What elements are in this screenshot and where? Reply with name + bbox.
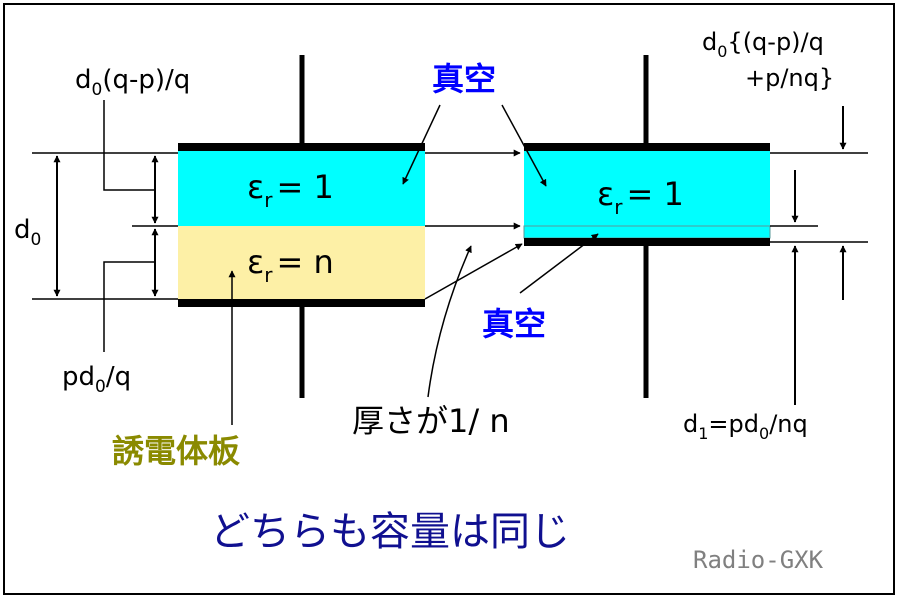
left-top-plate — [178, 143, 425, 151]
right-bottom-plate — [524, 238, 770, 246]
label-dielectric-plate: 誘電体板 — [112, 432, 240, 470]
right-thin-dielectric — [523, 225, 771, 239]
label-vacuum-top: 真空 — [432, 60, 496, 98]
leader-bottom-thickness — [103, 261, 155, 352]
right-vacuum-layer — [524, 150, 770, 238]
left-dielectric-layer — [178, 226, 425, 300]
thickness-pointer — [427, 245, 472, 398]
vacuum-top-pointer-left — [402, 104, 441, 185]
label-pd0-over-q: pd0/q — [62, 362, 131, 397]
conclusion-text: どちらも容量は同じ — [210, 509, 570, 555]
label-eps-left-top: εr= 1 — [247, 168, 334, 212]
label-eps-right: εr= 1 — [597, 175, 684, 219]
label-d1: d1=pd0/nq — [683, 410, 808, 443]
credit-text: Radio-GXK — [693, 546, 824, 574]
leader-top-thickness — [103, 100, 155, 191]
frame — [3, 3, 895, 595]
label-eps-left-bottom: εr= n — [247, 243, 334, 287]
left-bottom-plate — [178, 299, 425, 307]
label-d0: d0 — [14, 215, 41, 250]
vacuum-bottom-pointer — [519, 233, 599, 294]
label-vacuum-bottom: 真空 — [482, 305, 546, 343]
left-vacuum-layer — [178, 150, 425, 226]
right-top-plate — [524, 143, 770, 151]
label-top-thickness: d0(q-p)/q — [75, 65, 190, 100]
vacuum-top-pointer-right — [501, 104, 547, 187]
ref-line-bottom-connector — [424, 243, 523, 300]
label-right-top-line1: d0{(q-p)/q — [702, 28, 824, 61]
label-thickness-1-over-n: 厚さが1/ n — [352, 402, 510, 440]
label-right-top-line2: +p/nq} — [745, 64, 834, 92]
